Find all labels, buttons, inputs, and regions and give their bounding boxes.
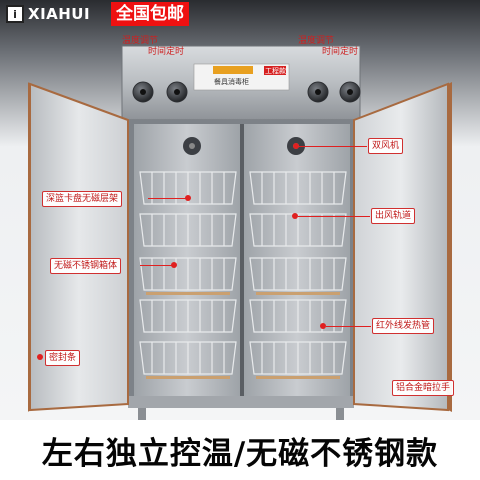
free-shipping-badge: 全国包邮 xyxy=(111,2,189,26)
callout-dot-rack xyxy=(185,195,191,201)
callout-dot-heater xyxy=(320,323,326,329)
callout-dot-airflow xyxy=(292,213,298,219)
panel-plate-title: 餐具消毒柜 xyxy=(214,78,249,86)
center-divider xyxy=(240,124,244,396)
cabinet-base xyxy=(128,396,354,408)
tagline-text: 左右独立控温/无磁不锈钢款 xyxy=(41,435,439,472)
callout-line-airflow xyxy=(298,216,370,217)
fan-left xyxy=(183,137,201,155)
callout-deep-basket-rack: 深篮卡盘无磁层架 xyxy=(42,191,123,207)
callout-line-heater xyxy=(326,326,371,327)
knob-right-temp xyxy=(307,81,329,103)
callout-dot-fans xyxy=(293,143,299,149)
leg-right xyxy=(336,408,344,420)
brand-logo: ⅰ XIAHUI xyxy=(6,3,90,25)
left-time-label: 时间定时 xyxy=(148,47,185,57)
tagline-banner: 左右独立控温/无磁不锈钢款 xyxy=(0,420,480,480)
left-door xyxy=(28,82,129,412)
callout-line-body xyxy=(140,265,172,266)
panel-plate-stripe xyxy=(213,66,253,74)
callout-dot-body xyxy=(171,262,177,268)
right-door xyxy=(353,82,452,412)
callout-dot-seal xyxy=(37,354,43,360)
callout-airflow-track: 出风轨道 xyxy=(371,208,416,224)
callout-infrared-heater: 红外线发热管 xyxy=(372,318,435,334)
leg-left xyxy=(138,408,146,420)
knob-left-time xyxy=(166,81,188,103)
right-time-label: 时间定时 xyxy=(322,47,359,57)
callout-line-fans xyxy=(299,146,367,147)
brand-name: XIAHUI xyxy=(28,5,91,23)
knob-right-time xyxy=(339,81,361,103)
panel-plate-badge: 工程款 xyxy=(265,67,286,75)
knob-left-temp xyxy=(132,81,154,103)
callout-line-rack xyxy=(148,198,186,199)
heating-tubes xyxy=(146,292,340,379)
callout-aluminum-handle: 铝合金暗拉手 xyxy=(392,380,455,396)
logo-mark-icon: ⅰ xyxy=(6,5,24,23)
racks-right xyxy=(249,171,347,375)
right-temp-label: 温度调节 xyxy=(298,36,335,46)
callout-dual-fans: 双风机 xyxy=(368,138,404,154)
racks-left xyxy=(139,171,237,375)
left-temp-label: 温度调节 xyxy=(122,36,159,46)
callout-seal-strip: 密封条 xyxy=(45,350,81,366)
panel-plate-badge-bg xyxy=(264,66,286,75)
callout-stainless-body: 无磁不锈钢箱体 xyxy=(50,258,122,274)
